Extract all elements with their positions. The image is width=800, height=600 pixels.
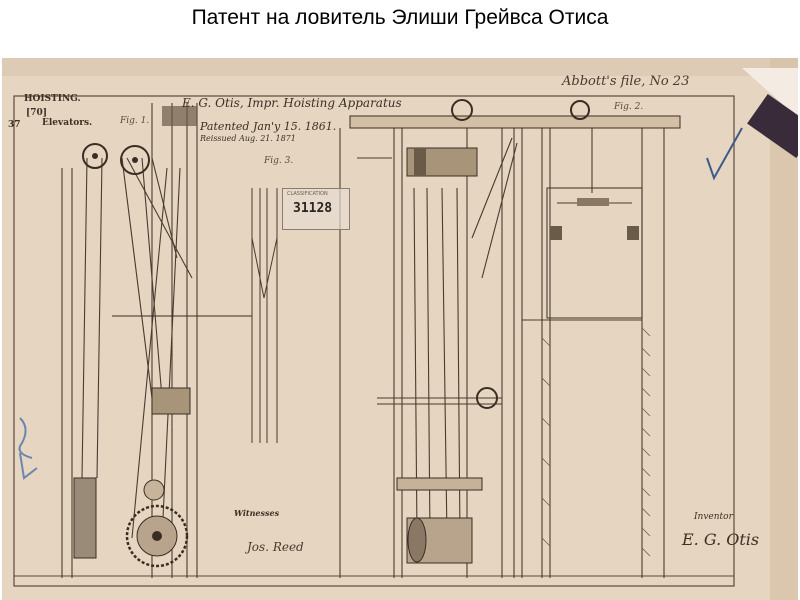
fig2-lines: [339, 115, 681, 578]
corner-note: Abbott's file, No 23: [562, 74, 690, 89]
header-title: E. G. Otis, Impr. Hoisting Apparatus: [182, 96, 402, 110]
classification-top: HOISTING.: [24, 94, 81, 104]
inventor-signature: E. G. Otis: [682, 530, 760, 549]
class-number: 37: [8, 120, 21, 130]
fig3-label: Fig. 3.: [264, 156, 294, 166]
subclass-number: [70]: [26, 108, 48, 118]
patent-drawing: HOISTING. 37 [70] Elevators. E. G. Otis,…: [2, 58, 798, 600]
fig1-lines: [61, 103, 198, 578]
stamp-header: CLASSIFICATION: [287, 191, 328, 197]
fig4-lines: [522, 128, 665, 578]
classification-bottom: Elevators.: [42, 118, 93, 128]
patented-date: Patented Jan'y 15. 1861.: [200, 120, 337, 133]
witnesses-label: Witnesses: [234, 508, 280, 518]
hatch-wall: [541, 327, 651, 557]
stamp-number: 31128: [293, 201, 333, 216]
inventor-label: Inventor: [694, 512, 733, 522]
witness-signature: Jos. Reed: [247, 540, 304, 554]
patent-drawing-svg: [2, 58, 798, 600]
fig1-label: Fig. 1.: [120, 116, 150, 126]
fig2-label: Fig. 2.: [614, 102, 644, 112]
reissue-date: Reissued Aug. 21. 1871: [200, 134, 296, 143]
classification-stamp: CLASSIFICATION 31128: [282, 188, 350, 230]
slide-title: Патент на ловитель Элиши Грейвса Отиса: [191, 6, 609, 29]
fig3-lines: [251, 188, 278, 443]
